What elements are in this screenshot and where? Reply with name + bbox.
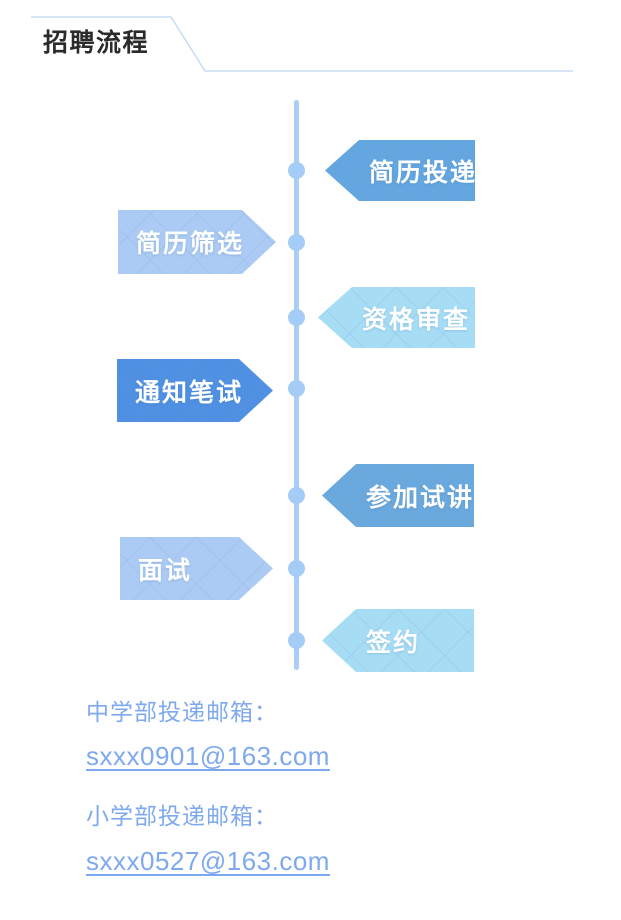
contact-label: 小学部投递邮箱： [86,803,278,830]
timeline-dot-1 [288,162,305,179]
flow-step-3[interactable]: 资格审查 [318,287,475,348]
contact-label: 中学部投递邮箱： [86,699,278,725]
flow-step-4[interactable]: 通知笔试 [117,359,273,422]
contact-email-link[interactable]: sxxx0901@163.com [86,741,330,772]
page-title: 招聘流程 [43,29,150,57]
header-band: 招聘流程 [0,0,621,95]
contact-block: 中学部投递邮箱： sxxx0901@163.com 小学部投递邮箱： sxxx0527… [86,696,566,905]
flow-step-label: 通知笔试 [135,378,244,407]
flow-step-5[interactable]: 参加试讲 [322,464,474,527]
timeline-dot-6 [288,560,305,577]
timeline-dot-3 [288,309,305,326]
timeline-dot-7 [288,632,305,649]
contact-group-2: 小学部投递邮箱： sxxx0527@163.com [86,800,566,876]
flow-step-2[interactable]: 简历筛选 [118,210,276,274]
flow-step-label: 简历筛选 [136,230,245,258]
flow-step-label: 面试 [138,556,193,585]
contact-email-link[interactable]: sxxx0527@163.com [86,845,330,876]
contact-group-1: 中学部投递邮箱： sxxx0901@163.com [86,696,566,772]
flow-step-label: 参加试讲 [366,483,475,512]
timeline-dot-4 [288,380,305,397]
flow-step-label: 签约 [366,628,421,657]
flow-step-label: 简历投递 [369,158,478,187]
timeline-dot-5 [288,487,305,504]
flow-step-7[interactable]: 签约 [322,609,474,672]
timeline-dot-2 [288,234,305,251]
flow-step-6[interactable]: 面试 [120,537,273,600]
flow-step-1[interactable]: 简历投递 [325,140,475,201]
flow-step-label: 资格审查 [362,305,471,334]
